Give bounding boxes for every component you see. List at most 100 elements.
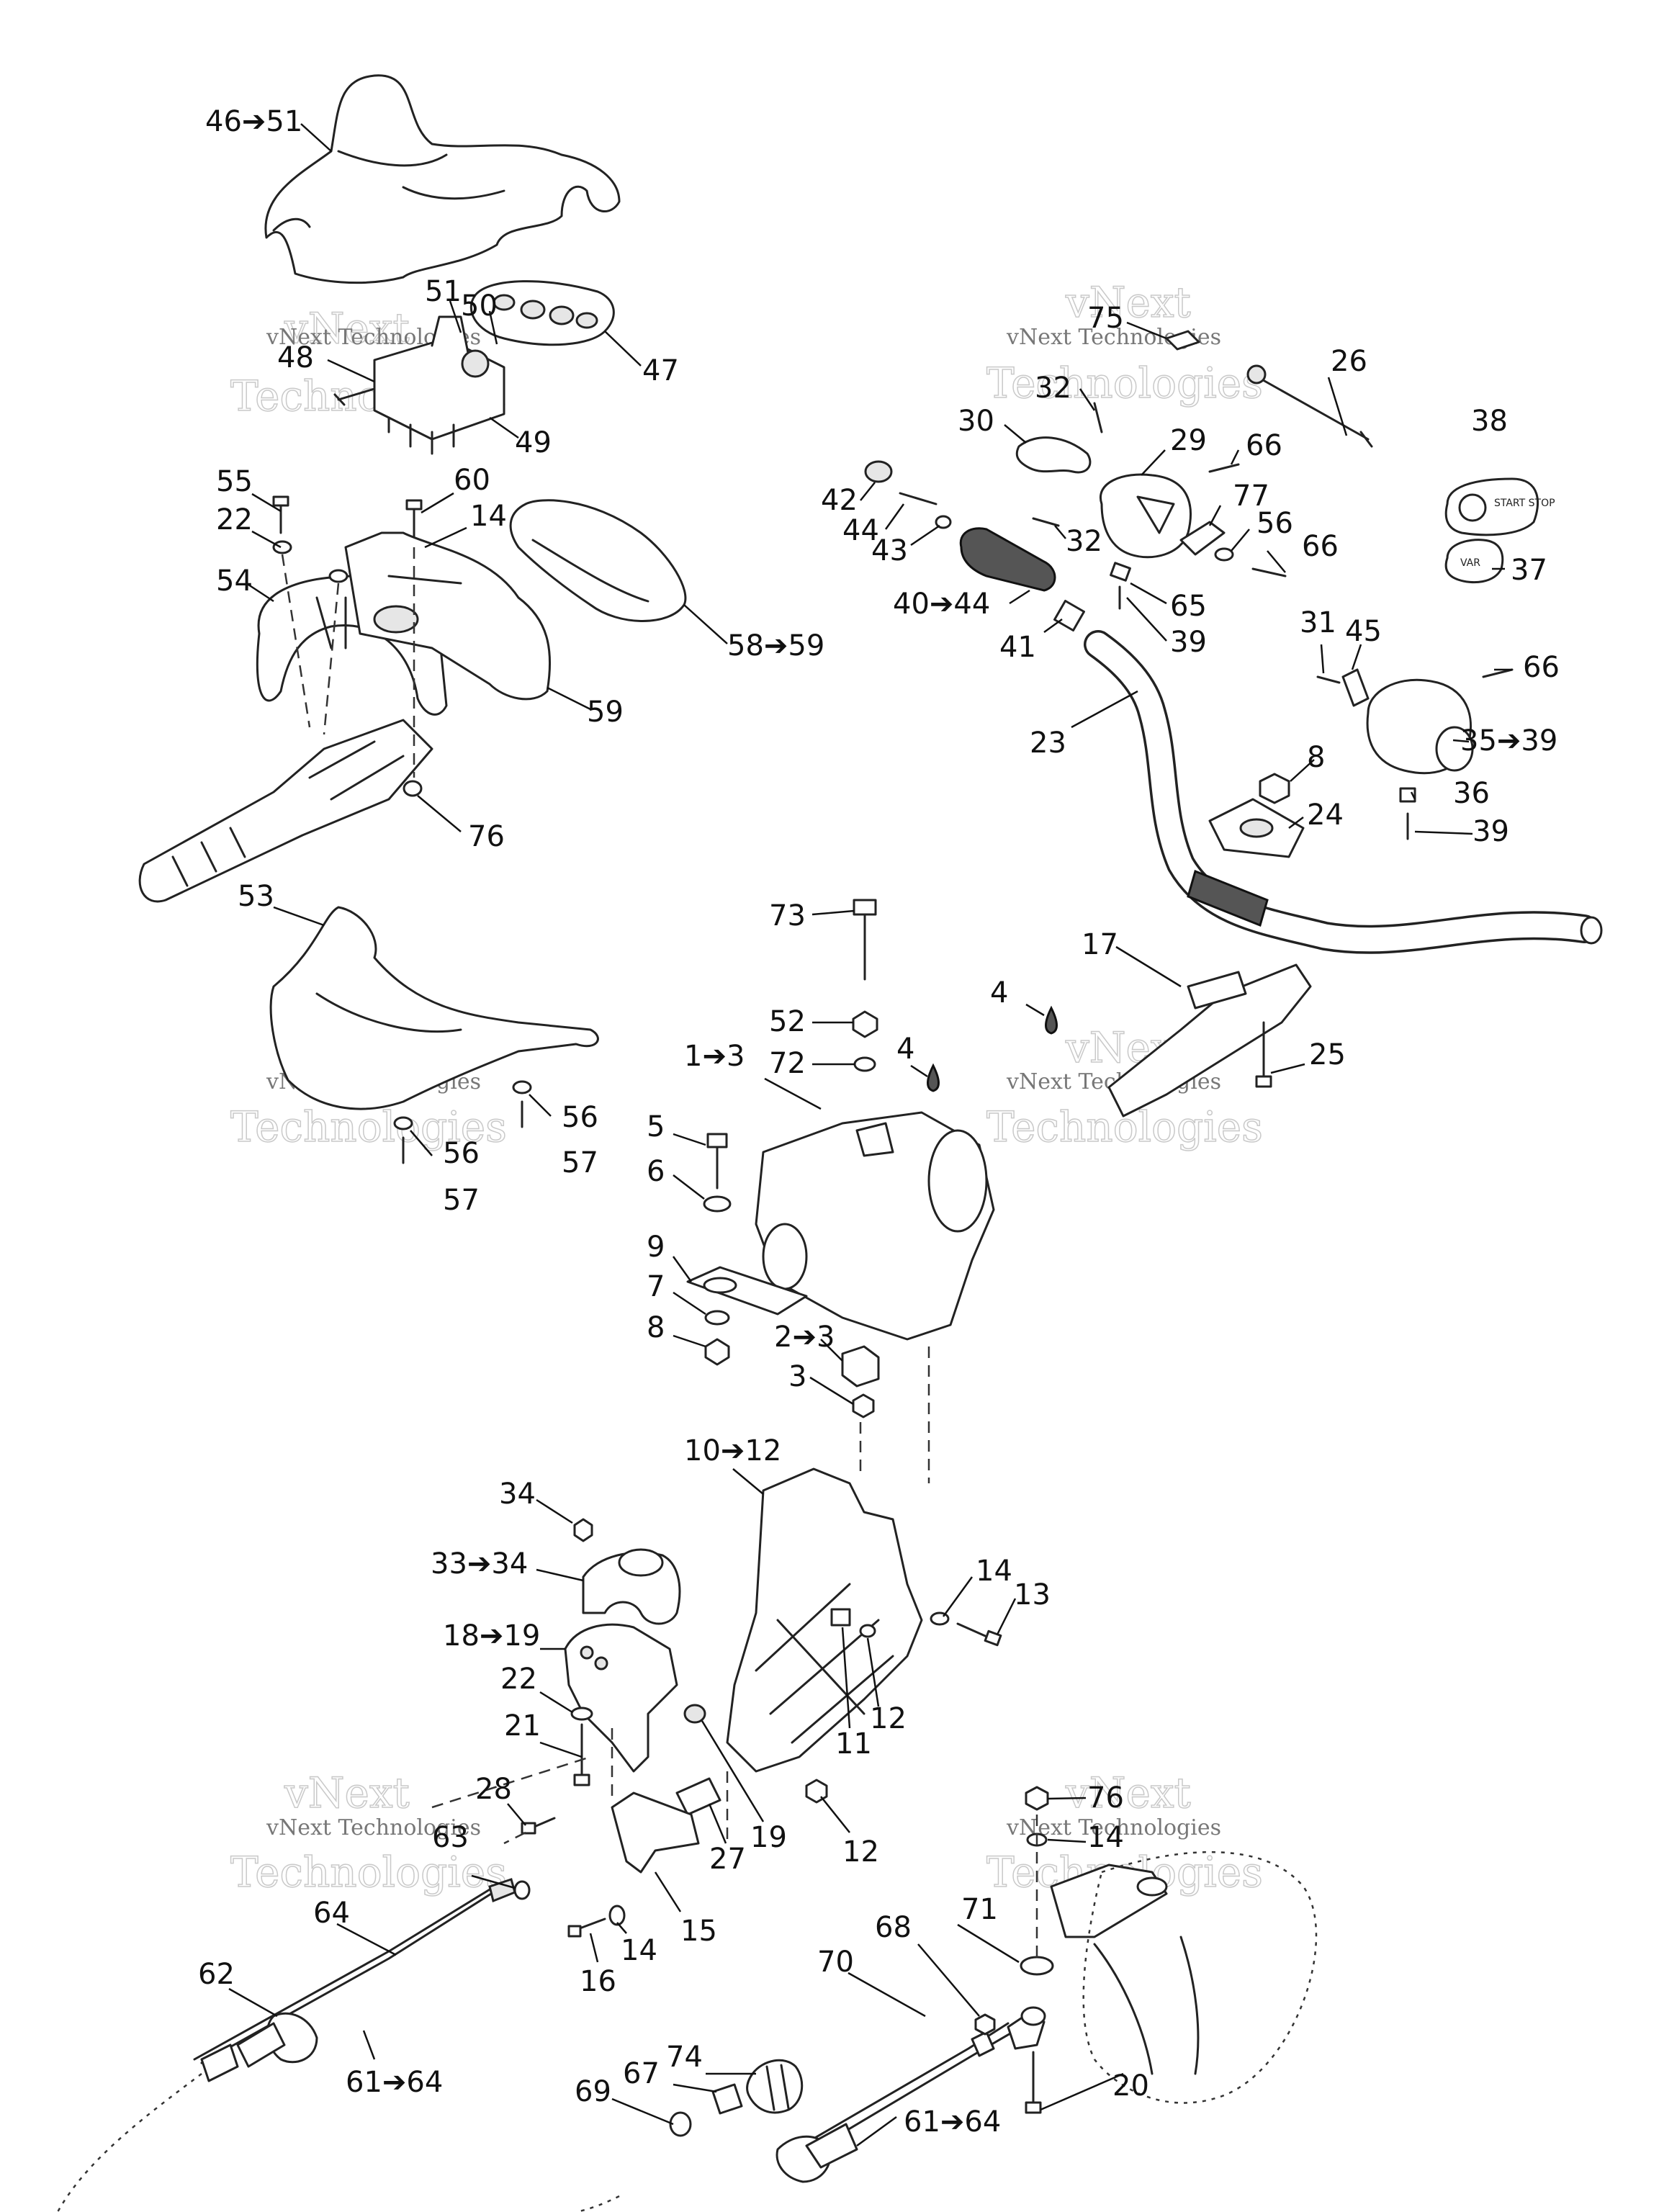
washer-76-part [403, 780, 423, 797]
callout-27: 27 [709, 1843, 746, 1876]
upper-steering-housing-part [755, 1111, 995, 1341]
callout-76: 76 [1087, 1781, 1124, 1815]
callout-70: 70 [817, 1946, 854, 1979]
callout-6: 6 [647, 1155, 665, 1188]
cable-continuation-right [575, 2195, 620, 2212]
watermark-vnext: vNext [284, 1768, 410, 1817]
callout-49: 49 [515, 426, 552, 459]
block-2-3-part [841, 1345, 880, 1388]
callout-64: 64 [313, 1897, 350, 1930]
callout-16: 16 [580, 1965, 616, 1998]
nut-34-part [573, 1518, 593, 1542]
callout-54: 54 [216, 565, 253, 598]
washer-22-part [272, 540, 349, 583]
bushing-41-part [1053, 600, 1085, 631]
callout-72: 72 [769, 1047, 806, 1080]
callout-30: 30 [958, 405, 994, 438]
bolt-20-part [1025, 2051, 1042, 2114]
callout-17: 17 [1082, 928, 1118, 961]
washer-56c-part [1214, 547, 1234, 562]
callout-76: 76 [468, 820, 505, 853]
callout-8: 8 [647, 1311, 665, 1344]
washer-14c-part [608, 1905, 626, 1926]
callout-56: 56 [562, 1101, 598, 1134]
arm-15-part [611, 1791, 700, 1874]
start-stop-button-part: START STOP [1444, 477, 1555, 536]
assembly-lines [281, 547, 1038, 1959]
oil-drop-4b-part [927, 1063, 940, 1092]
callout-73: 73 [769, 899, 806, 932]
callout-53: 53 [238, 880, 274, 913]
cable-boot-74-part [746, 2059, 804, 2114]
pin-44-part [899, 492, 938, 505]
callout-28: 28 [475, 1773, 512, 1806]
callout-12: 12 [842, 1835, 879, 1869]
callout-40-44: 40➔44 [893, 588, 990, 621]
callout-2-3: 2➔3 [774, 1321, 835, 1354]
callout-14: 14 [976, 1555, 1012, 1588]
callout-57: 57 [562, 1146, 598, 1179]
handlebar-23-part [1084, 630, 1603, 954]
callout-56: 56 [1256, 507, 1293, 540]
callout-66: 66 [1246, 429, 1282, 462]
watermark-vnext: vNext [1065, 1768, 1191, 1817]
callout-14: 14 [1087, 1821, 1124, 1854]
callout-7: 7 [647, 1270, 665, 1303]
screw-28-part [521, 1817, 556, 1835]
callout-19: 19 [750, 1821, 787, 1854]
nut-8a-part [1259, 773, 1290, 804]
callout-34: 34 [499, 1478, 536, 1511]
callout-11: 11 [835, 1727, 872, 1761]
callout-63: 63 [432, 1821, 469, 1854]
callout-61-64: 61➔64 [904, 2105, 1001, 2139]
bolt-55-part [272, 495, 289, 534]
cable-26-part [1246, 364, 1373, 448]
callout-4: 4 [990, 976, 1008, 1010]
screw-57-part [402, 1100, 523, 1164]
cable-continuation-left [56, 2073, 202, 2212]
washer-72-part [853, 1056, 876, 1072]
watermark-vnext: vNext [284, 304, 410, 353]
callout-38: 38 [1471, 405, 1508, 438]
bolt-16-part [567, 1917, 606, 1938]
ball-joint-71-part [1007, 2006, 1046, 2050]
steering-cable-left-part [193, 1878, 531, 2082]
nut-12a-part [859, 1624, 876, 1638]
washer-7-part [704, 1310, 730, 1326]
bolt-73-part [853, 899, 877, 981]
washer-43-part [935, 515, 952, 529]
callout-13: 13 [1014, 1578, 1051, 1611]
callout-32: 32 [1035, 372, 1071, 405]
var-label: VAR [1460, 557, 1480, 569]
callout-58-59: 58➔59 [727, 629, 824, 662]
screw-31-part [1316, 675, 1341, 684]
clamp-18-19-part [564, 1623, 678, 1773]
callout-62: 62 [198, 1958, 235, 1991]
callout-36: 36 [1453, 777, 1490, 810]
callout-15: 15 [680, 1915, 717, 1948]
callout-57: 57 [443, 1184, 480, 1217]
callout-32: 32 [1066, 525, 1102, 558]
callout-51: 51 [425, 275, 462, 308]
nut-76b-part [1025, 1786, 1049, 1811]
callout-23: 23 [1030, 727, 1066, 760]
watermark-vnext-line: vNext Technologies [266, 1815, 481, 1840]
callout-12: 12 [870, 1702, 907, 1735]
clip-75-part [1165, 330, 1200, 351]
bolt-13-part [956, 1622, 1002, 1647]
callout-52: 52 [769, 1005, 806, 1038]
callout-75: 75 [1087, 302, 1124, 335]
callout-10-12: 10➔12 [684, 1434, 781, 1467]
nozzle-arm [1093, 1936, 1200, 2075]
nozzle-lever-part [1020, 1863, 1168, 1976]
callout-18-19: 18➔19 [443, 1619, 540, 1653]
callout-39: 39 [1473, 815, 1509, 848]
bolt-21-part [573, 1723, 590, 1786]
steering-stem-part [1107, 963, 1312, 1118]
callout-56: 56 [443, 1137, 480, 1170]
callout-48: 48 [277, 341, 314, 374]
clip-67-part [711, 2083, 743, 2115]
callout-61-64: 61➔64 [346, 2066, 443, 2099]
clamp-24-part [1208, 798, 1305, 858]
callout-22: 22 [500, 1663, 537, 1696]
